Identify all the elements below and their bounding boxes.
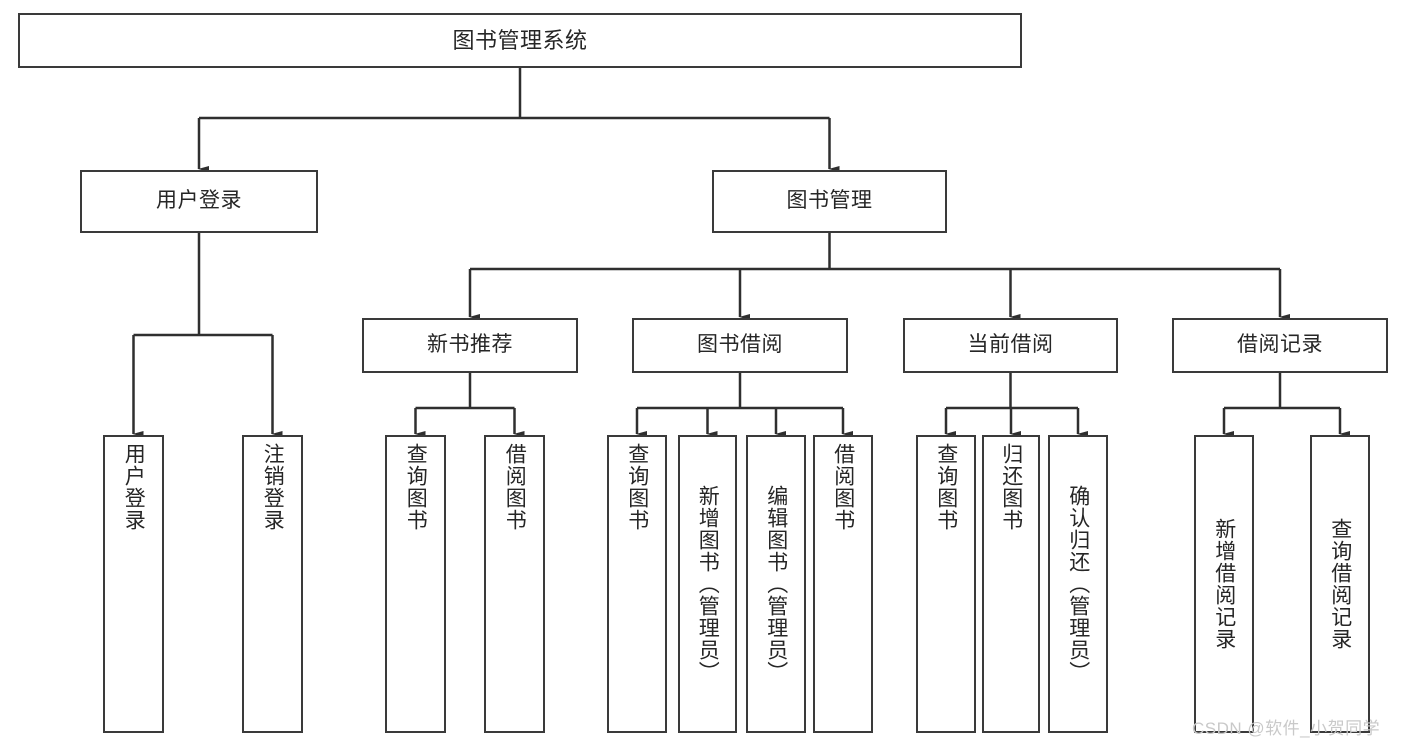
node-label: 确认归还（管理员）	[1066, 485, 1090, 683]
node-record-2[interactable]: 查询借阅记录	[1310, 435, 1370, 733]
node-record[interactable]: 借阅记录	[1172, 318, 1388, 373]
node-label: 借阅记录	[1237, 333, 1323, 357]
node-label: 图书借阅	[697, 333, 783, 357]
node-label: 查询图书	[404, 443, 428, 531]
node-current-2[interactable]: 归还图书	[982, 435, 1040, 733]
node-bookmgmt[interactable]: 图书管理	[712, 170, 947, 233]
node-current-1[interactable]: 查询图书	[916, 435, 976, 733]
node-label: 注销登录	[261, 443, 285, 531]
node-label: 查询图书	[934, 443, 958, 531]
node-borrow-1[interactable]: 查询图书	[607, 435, 667, 733]
node-label: 查询图书	[625, 443, 649, 531]
node-label: 借阅图书	[503, 443, 527, 531]
node-newbook-1[interactable]: 查询图书	[385, 435, 446, 733]
node-record-1[interactable]: 新增借阅记录	[1194, 435, 1254, 733]
node-newbook-2[interactable]: 借阅图书	[484, 435, 545, 733]
node-label: 用户登录	[156, 189, 242, 213]
node-label: 借阅图书	[831, 443, 855, 531]
node-label: 当前借阅	[967, 333, 1054, 357]
node-root[interactable]: 图书管理系统	[18, 13, 1022, 68]
node-label: 归还图书	[999, 443, 1023, 531]
node-current-3[interactable]: 确认归还（管理员）	[1048, 435, 1108, 733]
edge-group	[132, 68, 1350, 437]
node-label: 图书管理	[786, 189, 873, 213]
node-label: 新书推荐	[427, 333, 513, 357]
node-label: 编辑图书（管理员）	[764, 485, 788, 683]
node-label: 新增图书（管理员）	[696, 485, 720, 683]
watermark: CSDN @软件_小贺同学	[1192, 719, 1381, 738]
node-label: 图书管理系统	[452, 27, 588, 53]
node-borrow-3[interactable]: 编辑图书（管理员）	[746, 435, 806, 733]
node-label: 新增借阅记录	[1212, 518, 1236, 650]
node-login-1[interactable]: 用户登录	[103, 435, 164, 733]
node-borrow-2[interactable]: 新增图书（管理员）	[678, 435, 737, 733]
node-newbook[interactable]: 新书推荐	[362, 318, 578, 373]
node-login-2[interactable]: 注销登录	[242, 435, 303, 733]
node-borrow[interactable]: 图书借阅	[632, 318, 848, 373]
node-borrow-4[interactable]: 借阅图书	[813, 435, 873, 733]
node-label: 用户登录	[122, 443, 146, 531]
node-login[interactable]: 用户登录	[80, 170, 318, 233]
node-label: 查询借阅记录	[1328, 518, 1352, 650]
node-current[interactable]: 当前借阅	[903, 318, 1118, 373]
